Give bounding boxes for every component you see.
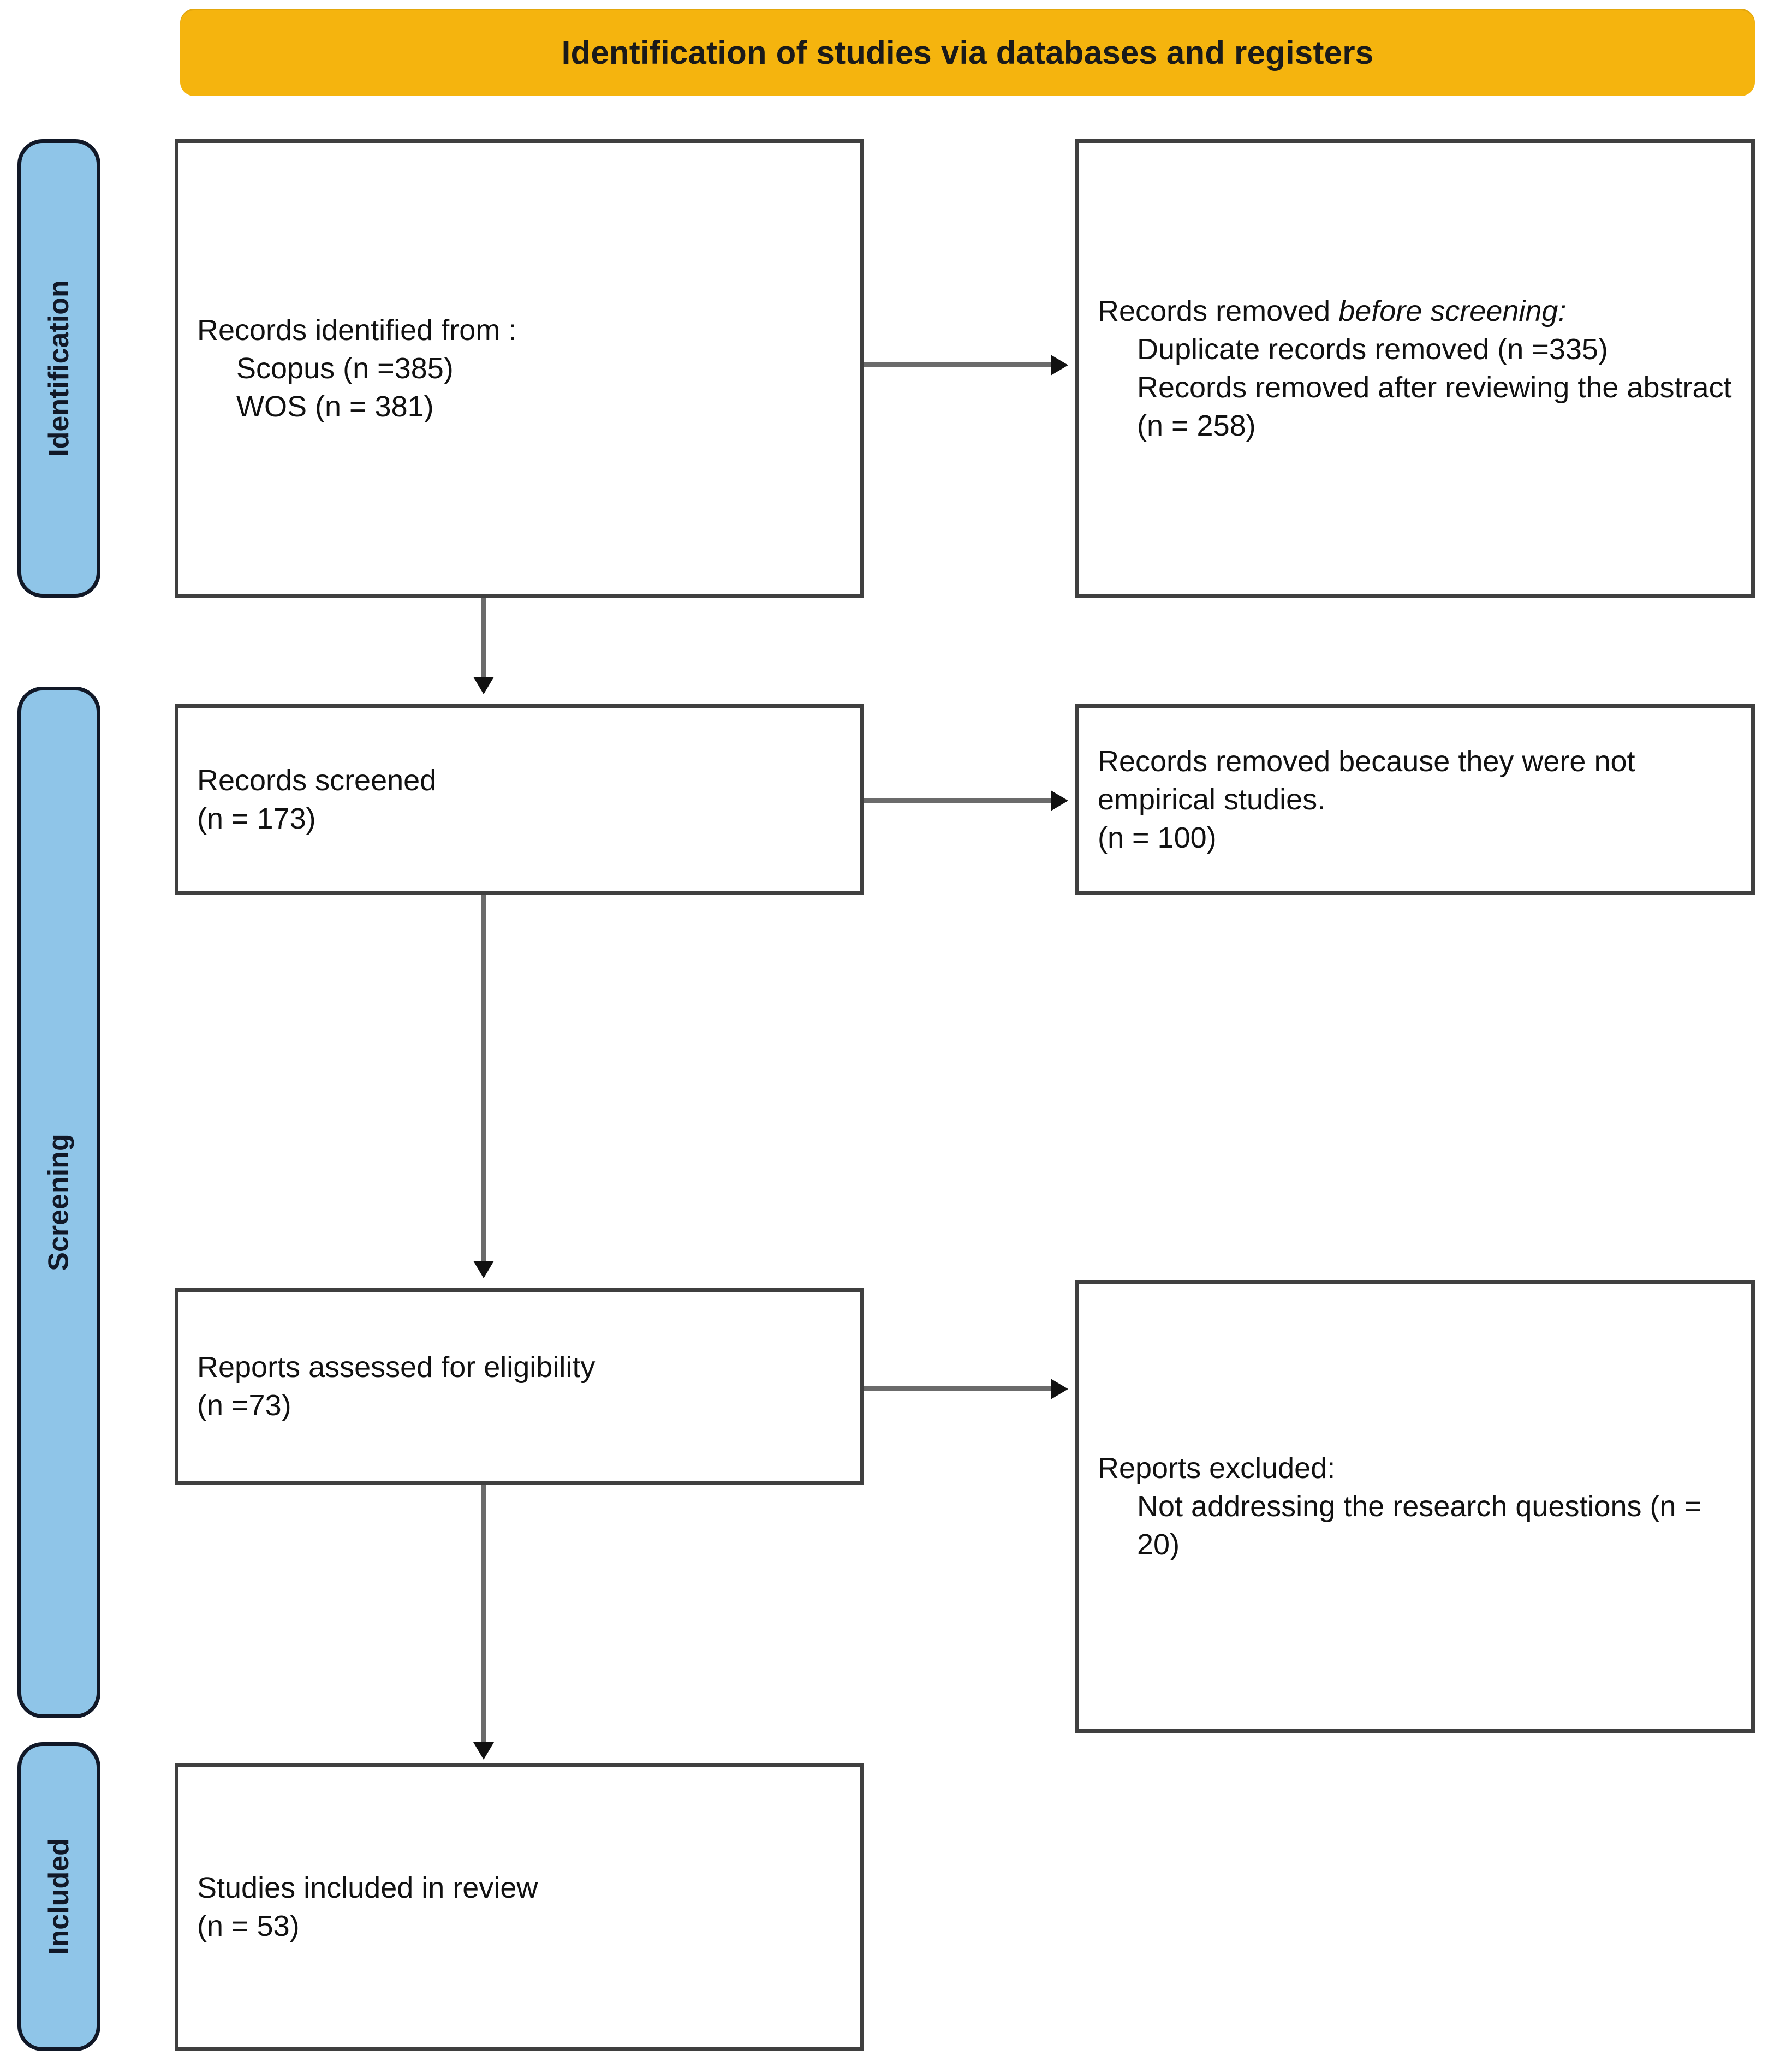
connector-line <box>864 1386 1055 1391</box>
box-text: Reports assessed for eligibility (n =73) <box>178 1348 860 1425</box>
box-reports-assessed-for-eligibility: Reports assessed for eligibility (n =73) <box>175 1288 864 1485</box>
box-text: Studies included in review (n = 53) <box>178 1869 860 1945</box>
connector-line <box>481 1485 486 1755</box>
arrow-right-icon <box>1051 790 1068 811</box>
box-line: (n = 100) <box>1098 821 1217 855</box>
stage-tab-included: Included <box>17 1742 100 2051</box>
arrow-right-icon <box>1051 355 1068 376</box>
box-line: Records removed <box>1098 294 1339 327</box>
box-line: (n = 173) <box>197 802 316 835</box>
box-line: Scopus (n =385) <box>236 351 454 385</box>
box-line: Studies included in review <box>197 1871 538 1904</box>
box-text: Records removed before screening: Duplic… <box>1079 292 1751 445</box>
box-line: (n = 53) <box>197 1910 300 1942</box>
arrow-down-icon <box>473 1742 494 1760</box>
box-records-identified: Records identified from : Scopus (n =385… <box>175 139 864 598</box>
box-studies-included-in-review: Studies included in review (n = 53) <box>175 1763 864 2051</box>
stage-tab-identification: Identification <box>17 139 100 598</box>
box-line-italic: before screening: <box>1338 294 1567 327</box>
box-reports-excluded: Reports excluded: Not addressing the res… <box>1075 1280 1755 1733</box>
box-text: Records screened (n = 173) <box>178 761 860 838</box>
stage-tab-label: Identification <box>43 280 75 457</box>
box-text: Reports excluded: Not addressing the res… <box>1079 1449 1751 1564</box>
stage-tab-label: Included <box>43 1838 75 1955</box>
stage-tab-screening: Screening <box>17 687 100 1718</box>
page-title: Identification of studies via databases … <box>561 34 1374 71</box>
box-line: Duplicate records removed (n =335) <box>1137 332 1608 366</box>
box-line: WOS (n = 381) <box>236 390 434 424</box>
box-line: Records identified from : <box>197 313 517 347</box>
box-line: Records removed after reviewing the abst… <box>1137 371 1740 443</box>
arrow-down-icon <box>473 1261 494 1278</box>
box-line: Not addressing the research questions (n… <box>1137 1489 1710 1562</box>
box-line: Records screened <box>197 764 437 797</box>
box-line: Reports assessed for eligibility <box>197 1350 596 1384</box>
box-text: Records identified from : Scopus (n =385… <box>178 311 860 426</box>
box-records-removed-before-screening: Records removed before screening: Duplic… <box>1075 139 1755 598</box>
connector-line <box>864 798 1055 803</box>
diagram-header-banner: Identification of studies via databases … <box>180 9 1755 96</box>
connector-line <box>481 895 486 1272</box>
arrow-right-icon <box>1051 1379 1068 1399</box>
connector-line <box>864 362 1055 367</box>
box-line: Reports excluded: <box>1098 1451 1336 1485</box>
stage-tab-label: Screening <box>43 1134 75 1271</box>
box-line: Records removed because they were not em… <box>1098 744 1644 816</box>
box-text: Records removed because they were not em… <box>1079 742 1751 857</box>
arrow-down-icon <box>473 677 494 694</box>
box-line: (n =73) <box>197 1389 291 1422</box>
connector-line <box>481 598 486 687</box>
box-records-removed-not-empirical: Records removed because they were not em… <box>1075 704 1755 895</box>
box-records-screened: Records screened (n = 173) <box>175 704 864 895</box>
